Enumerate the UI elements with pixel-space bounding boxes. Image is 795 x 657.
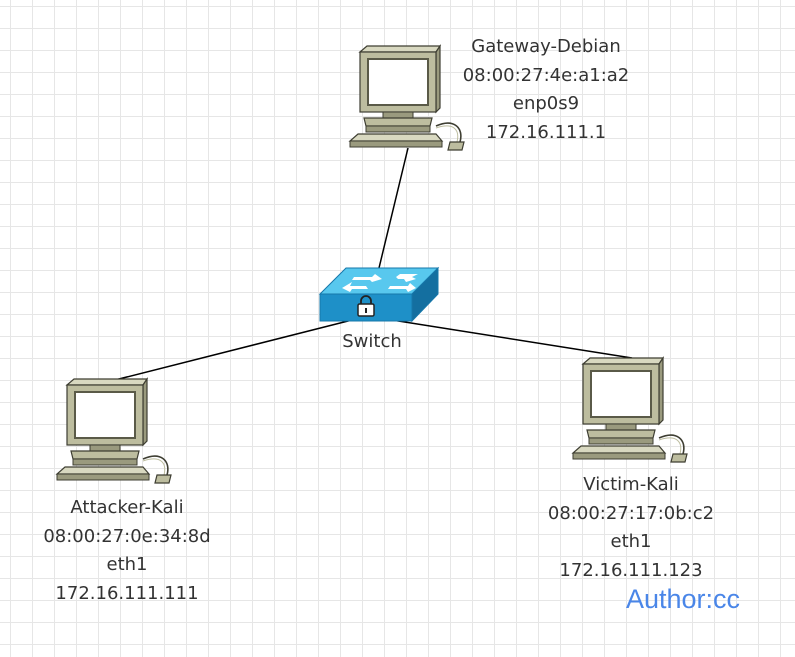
link-victim-switch bbox=[391, 319, 633, 359]
network-links bbox=[114, 147, 633, 381]
author-watermark: Author:cc bbox=[626, 584, 741, 614]
victim-mac: 08:00:27:17:0b:c2 bbox=[547, 502, 715, 524]
victim-iface: eth1 bbox=[610, 531, 652, 552]
victim-label: Victim-Kali 08:00:27:17:0b:c2 eth1 172.1… bbox=[540, 471, 722, 585]
computer-icon[interactable] bbox=[56, 378, 172, 484]
lock-icon bbox=[357, 295, 375, 317]
gateway-mac: 08:00:27:4e:a1:a2 bbox=[462, 64, 630, 86]
link-attacker-switch bbox=[114, 319, 353, 381]
attacker-ip: 172.16.111.111 bbox=[55, 582, 199, 604]
link-gateway-switch bbox=[378, 147, 409, 269]
computer-icon[interactable] bbox=[572, 357, 688, 463]
victim-name: Victim-Kali bbox=[583, 474, 679, 495]
network-switch-icon[interactable] bbox=[318, 266, 440, 323]
gateway-name: Gateway-Debian bbox=[471, 36, 621, 57]
switch-label: Switch bbox=[342, 331, 402, 352]
attacker-mac: 08:00:27:0e:34:8d bbox=[43, 525, 211, 547]
attacker-name: Attacker-Kali bbox=[70, 497, 184, 518]
gateway-iface: enp0s9 bbox=[512, 93, 580, 114]
attacker-iface: eth1 bbox=[106, 554, 148, 575]
victim-ip: 172.16.111.123 bbox=[559, 559, 703, 581]
computer-icon[interactable] bbox=[349, 45, 465, 151]
gateway-ip: 172.16.111.1 bbox=[485, 121, 607, 143]
gateway-label: Gateway-Debian 08:00:27:4e:a1:a2 enp0s9 … bbox=[451, 33, 641, 147]
attacker-label: Attacker-Kali 08:00:27:0e:34:8d eth1 172… bbox=[37, 494, 217, 608]
